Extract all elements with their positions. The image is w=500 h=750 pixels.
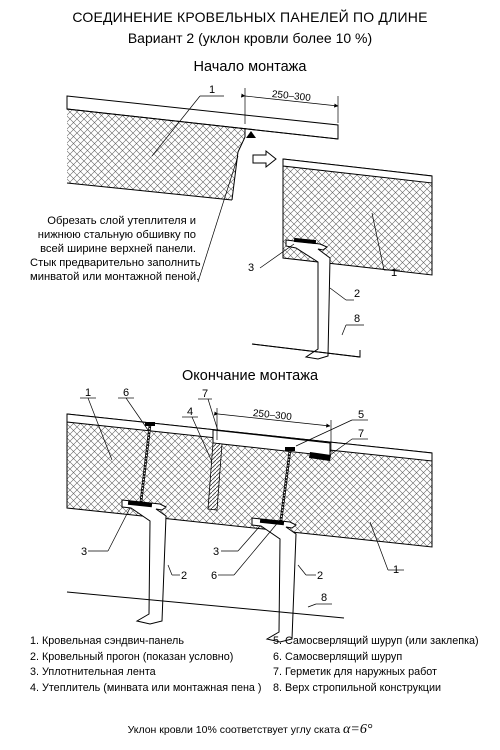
start-panel-upper (66, 95, 339, 201)
legend-item: 8. Верх стропильной конструкции (273, 682, 442, 695)
legend-item: 4. Утеплитель (минвата или монтажная пен… (30, 682, 262, 695)
purlin-bottom-right (251, 517, 297, 643)
installation-note: Обрезать слой утеплителя и нижнюю стальн… (30, 214, 201, 284)
move-arrow-icon (252, 149, 277, 169)
note-line: всей ширине верхней панели. (40, 243, 196, 255)
callout-8-bottom: 8 (321, 592, 327, 604)
cut-marker-icon (246, 131, 256, 138)
legend-item: 6. Самосверлящий шуруп (273, 650, 403, 663)
callout-2-bottom-left: 2 (181, 570, 187, 582)
callout-6-bottom-right: 6 (211, 570, 217, 582)
callout-7-bottom-right: 7 (358, 428, 364, 440)
legend-item: 7. Герметик для наружных работ (273, 666, 437, 679)
legend-item: 3. Уплотнительная лента (30, 666, 156, 679)
screws (138, 422, 295, 529)
callout-4-bottom: 4 (187, 406, 193, 418)
legend-item: 1. Кровельная сэндвич-панель (30, 635, 184, 647)
note-line: Стык предварительно заполнить (30, 257, 201, 269)
callout-6-bottom: 6 (123, 387, 129, 399)
purlin-top (285, 237, 331, 360)
purlin-bottom-left (121, 499, 167, 625)
callout-1-bottom: 1 (85, 387, 91, 399)
section-title-end: Окончание монтажа (181, 368, 319, 384)
section-title-start: Начало монтажа (193, 59, 307, 75)
note-line: минватой или монтажной пеной. (30, 271, 200, 283)
callout-3-bottom-left: 3 (81, 546, 87, 558)
footnote-text: Уклон кровли 10% соответствует углу скат… (127, 724, 341, 736)
dimension-bottom-label: 250–300 (252, 408, 292, 423)
callout-2-bottom-right: 2 (317, 570, 323, 582)
legend-item: 2. Кровельный прогон (показан условно) (30, 650, 234, 663)
callouts-top (151, 95, 400, 336)
insulation-fill (207, 442, 223, 511)
callout-3-top: 3 (248, 262, 254, 274)
legend-left: 1. Кровельная сэндвич-панель 2. Кровельн… (30, 634, 262, 697)
sealing-tape (293, 237, 317, 245)
legend-right: 5. Самосверлящий шуруп (или заклепка) 6.… (273, 634, 479, 697)
callout-5-bottom: 5 (358, 409, 364, 421)
dimension-top (241, 88, 339, 124)
dimension-bottom (214, 408, 332, 452)
note-leader (197, 155, 239, 283)
callout-8-top: 8 (354, 313, 360, 325)
slope-footnote: Уклон кровли 10% соответствует углу скат… (0, 722, 500, 738)
rafter-bottom (66, 591, 345, 619)
legend-item: 5. Самосверлящий шуруп (или заклепка) (273, 635, 479, 647)
note-line: Обрезать слой утеплителя и (47, 215, 196, 227)
end-panels (66, 413, 433, 548)
callout-2-top: 2 (354, 288, 360, 300)
callout-1-top-lower: 1 (391, 267, 397, 279)
callouts-bottom (80, 397, 404, 608)
diagram-subtitle: Вариант 2 (уклон кровли более 10 %) (127, 30, 373, 46)
start-panel-lower (282, 158, 433, 276)
sealant-strip (309, 452, 331, 461)
note-line: нижнюю стальную обшивку по (37, 229, 196, 241)
diagram-title: СОЕДИНЕНИЕ КРОВЕЛЬНЫХ ПАНЕЛЕЙ ПО ДЛИНЕ (72, 9, 428, 25)
footnote-angle: α=6° (343, 722, 373, 737)
callout-1-top: 1 (209, 84, 215, 96)
callout-1-bottom-right: 1 (393, 564, 399, 576)
callout-7-bottom: 7 (202, 388, 208, 400)
callout-3-bottom-right: 3 (213, 546, 219, 558)
dimension-top-label: 250–300 (271, 89, 311, 104)
